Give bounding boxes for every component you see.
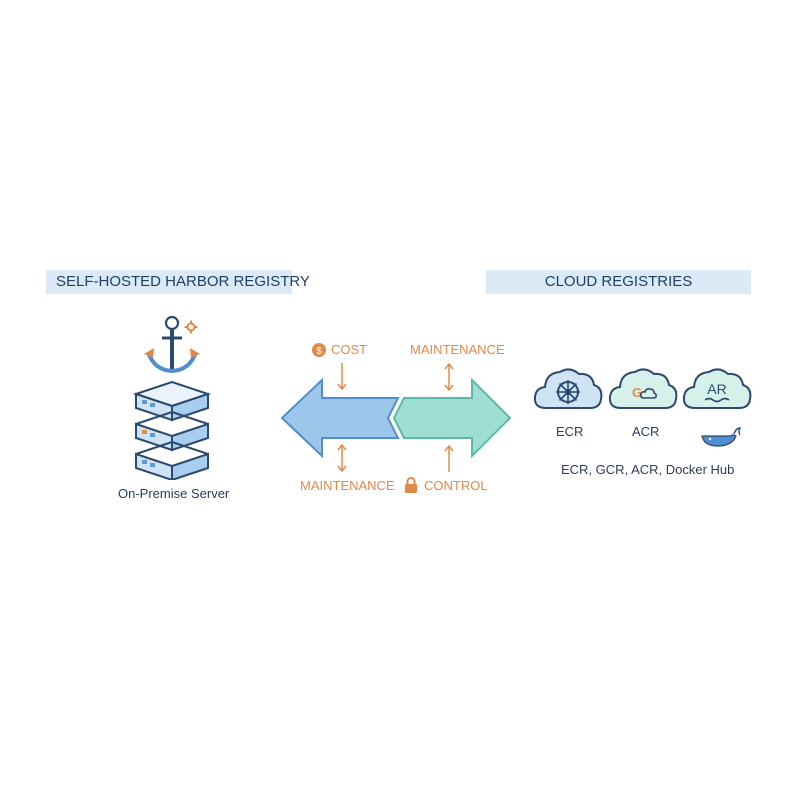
cloud-registries-banner: CLOUD REGISTRIES <box>486 270 751 294</box>
self-hosted-banner: SELF-HOSTED HARBOR REGISTRY <box>46 270 310 294</box>
ecr-cloud-icon <box>532 364 604 412</box>
down-arrow-icon <box>337 363 347 391</box>
gear-icon <box>184 320 198 334</box>
google-cloud-icon <box>640 388 658 399</box>
control-label: CONTROL <box>424 478 488 493</box>
svg-text:AR: AR <box>707 381 726 397</box>
svg-text:$: $ <box>316 346 322 357</box>
acr-cloud-icon: G <box>607 364 679 412</box>
docker-whale-icon <box>700 424 742 448</box>
cost-label: COST <box>331 342 368 357</box>
lock-icon <box>404 477 418 493</box>
right-arrow <box>392 378 512 458</box>
ecr-label: ECR <box>556 424 584 439</box>
updown-arrow-icon <box>337 444 347 472</box>
anchor-icon <box>140 314 204 380</box>
acr-label: ACR <box>632 424 660 439</box>
svg-text:G: G <box>632 385 642 400</box>
up-arrow-icon <box>444 444 454 472</box>
maintenance-top-label: MAINTENANCE <box>410 342 505 357</box>
updown-arrow-icon <box>444 363 454 391</box>
ar-cloud-icon: AR <box>681 364 753 412</box>
cloud-summary-label: ECR, GCR, ACR, Docker Hub <box>561 462 735 477</box>
dollar-icon: $ <box>312 343 326 357</box>
server-label: On-Premise Server <box>118 486 230 501</box>
maintenance-bottom-label: MAINTENANCE <box>300 478 395 493</box>
tradeoff-arrow <box>280 378 512 458</box>
server-stack-icon <box>132 380 212 480</box>
left-arrow <box>280 378 400 458</box>
